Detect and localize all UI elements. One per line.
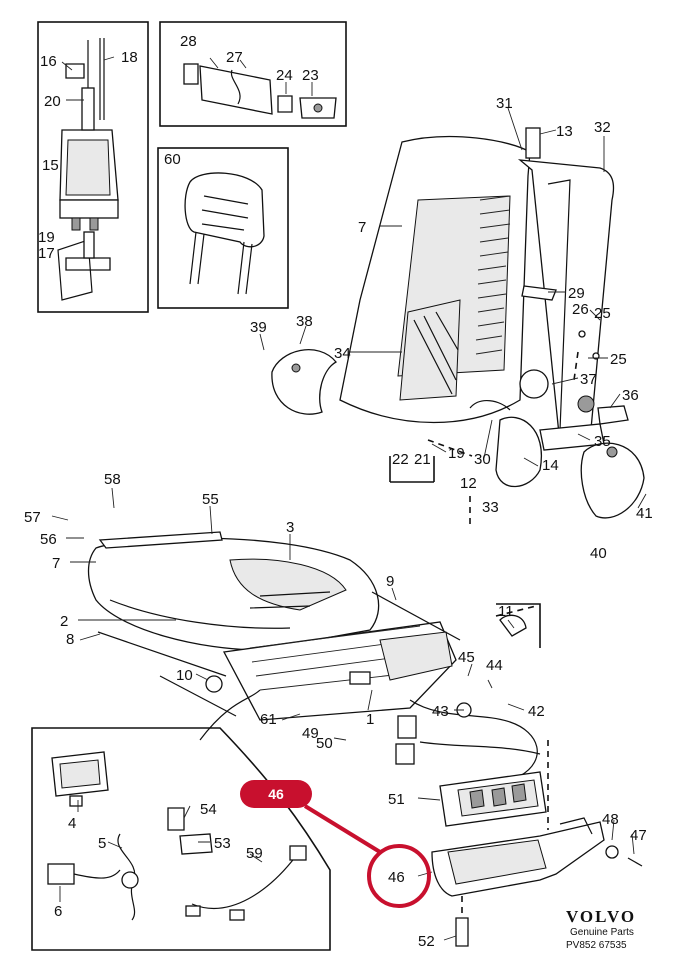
part-label-39[interactable]: 39: [250, 319, 267, 336]
part-label-19[interactable]: 19: [38, 229, 55, 246]
part-label-6[interactable]: 6: [54, 903, 62, 920]
callout-badge[interactable]: [240, 780, 312, 808]
part-label-51[interactable]: 51: [388, 791, 405, 808]
part-label-26[interactable]: 26: [572, 301, 589, 318]
part-label-46[interactable]: 46: [388, 869, 405, 886]
part-label-17[interactable]: 17: [38, 245, 55, 262]
part-label-55[interactable]: 55: [202, 491, 219, 508]
backrest: [339, 127, 629, 488]
switch-housing-46: [431, 740, 643, 947]
part-label-19-backrest[interactable]: 19: [448, 445, 465, 462]
callout-badge-text: 46: [268, 786, 284, 802]
part-label-52[interactable]: 52: [418, 933, 435, 950]
part-label-38[interactable]: 38: [296, 313, 313, 330]
part-label-43[interactable]: 43: [432, 703, 449, 720]
part-label-41[interactable]: 41: [636, 505, 653, 522]
seat-cushion: [87, 531, 380, 651]
part-label-23[interactable]: 23: [302, 67, 319, 84]
side-covers: [271, 349, 645, 519]
part-label-16[interactable]: 16: [40, 53, 57, 70]
part-label-42[interactable]: 42: [528, 703, 545, 720]
part-label-4[interactable]: 4: [68, 815, 76, 832]
part-label-7-cushion[interactable]: 7: [52, 555, 60, 572]
part-label-25-upper[interactable]: 25: [594, 305, 611, 322]
brand-tagline: Genuine Parts: [570, 927, 634, 938]
part-label-53[interactable]: 53: [214, 835, 231, 852]
part-label-33[interactable]: 33: [482, 499, 499, 516]
part-label-35[interactable]: 35: [594, 433, 611, 450]
part-label-54[interactable]: 54: [200, 801, 217, 818]
part-label-32[interactable]: 32: [594, 119, 611, 136]
part-label-8[interactable]: 8: [66, 631, 74, 648]
part-label-36[interactable]: 36: [622, 387, 639, 404]
switch-panel-51: [439, 771, 547, 827]
callout-circle: [367, 844, 431, 908]
callout-highlight: 46: [240, 780, 431, 908]
part-label-22[interactable]: 22: [392, 451, 409, 468]
part-label-13[interactable]: 13: [556, 123, 573, 140]
part-label-21[interactable]: 21: [414, 451, 431, 468]
part-label-56[interactable]: 56: [40, 531, 57, 548]
part-label-58[interactable]: 58: [104, 471, 121, 488]
headrest-inset: [157, 147, 289, 309]
part-label-1[interactable]: 1: [366, 711, 374, 728]
part-label-47[interactable]: 47: [630, 827, 647, 844]
brand-block: VOLVO Genuine Parts PV852 67535: [566, 907, 636, 951]
part-label-45[interactable]: 45: [458, 649, 475, 666]
part-label-48[interactable]: 48: [602, 811, 619, 828]
part-label-14[interactable]: 14: [542, 457, 559, 474]
part-label-15[interactable]: 15: [42, 157, 59, 174]
seat-frame: [97, 591, 527, 721]
part-label-60[interactable]: 60: [164, 151, 181, 168]
part-label-34[interactable]: 34: [334, 345, 351, 362]
part-label-57[interactable]: 57: [24, 509, 41, 526]
part-label-7-backrest[interactable]: 7: [358, 219, 366, 236]
assembly-guides: [199, 351, 579, 741]
part-labels: 16 18 20 15 19 17 28 27 24 23 60 31 13 3…: [24, 33, 653, 950]
part-label-29[interactable]: 29: [568, 285, 585, 302]
part-label-12[interactable]: 12: [460, 475, 477, 492]
part-label-11[interactable]: 11: [498, 603, 514, 620]
wiring-harness: [395, 699, 541, 777]
leader-lines: [51, 56, 647, 941]
part-label-59[interactable]: 59: [246, 845, 263, 862]
part-label-31[interactable]: 31: [496, 95, 513, 112]
part-label-61[interactable]: 61: [260, 711, 277, 728]
part-label-28[interactable]: 28: [180, 33, 197, 50]
part-label-40[interactable]: 40: [590, 545, 607, 562]
motor-inset: [37, 21, 149, 313]
part-label-30[interactable]: 30: [474, 451, 491, 468]
part-label-5[interactable]: 5: [98, 835, 106, 852]
part-label-24[interactable]: 24: [276, 67, 293, 84]
part-label-2[interactable]: 2: [60, 613, 68, 630]
part-label-9[interactable]: 9: [386, 573, 394, 590]
part-label-20[interactable]: 20: [44, 93, 61, 110]
switch-inset: [159, 21, 347, 127]
part-label-37[interactable]: 37: [580, 371, 597, 388]
part-label-50[interactable]: 50: [316, 735, 333, 752]
part-label-25-lower[interactable]: 25: [610, 351, 627, 368]
electrical-inset: [31, 727, 331, 951]
part-label-10[interactable]: 10: [176, 667, 193, 684]
part-label-27[interactable]: 27: [226, 49, 243, 66]
part-label-44[interactable]: 44: [486, 657, 503, 674]
brand-name: VOLVO: [566, 907, 636, 926]
part-label-18[interactable]: 18: [121, 49, 138, 66]
backrest-springs: [475, 195, 511, 355]
brand-code: PV852 67535: [566, 940, 627, 951]
part-label-3[interactable]: 3: [286, 519, 294, 536]
part-label-49[interactable]: 49: [302, 725, 319, 742]
